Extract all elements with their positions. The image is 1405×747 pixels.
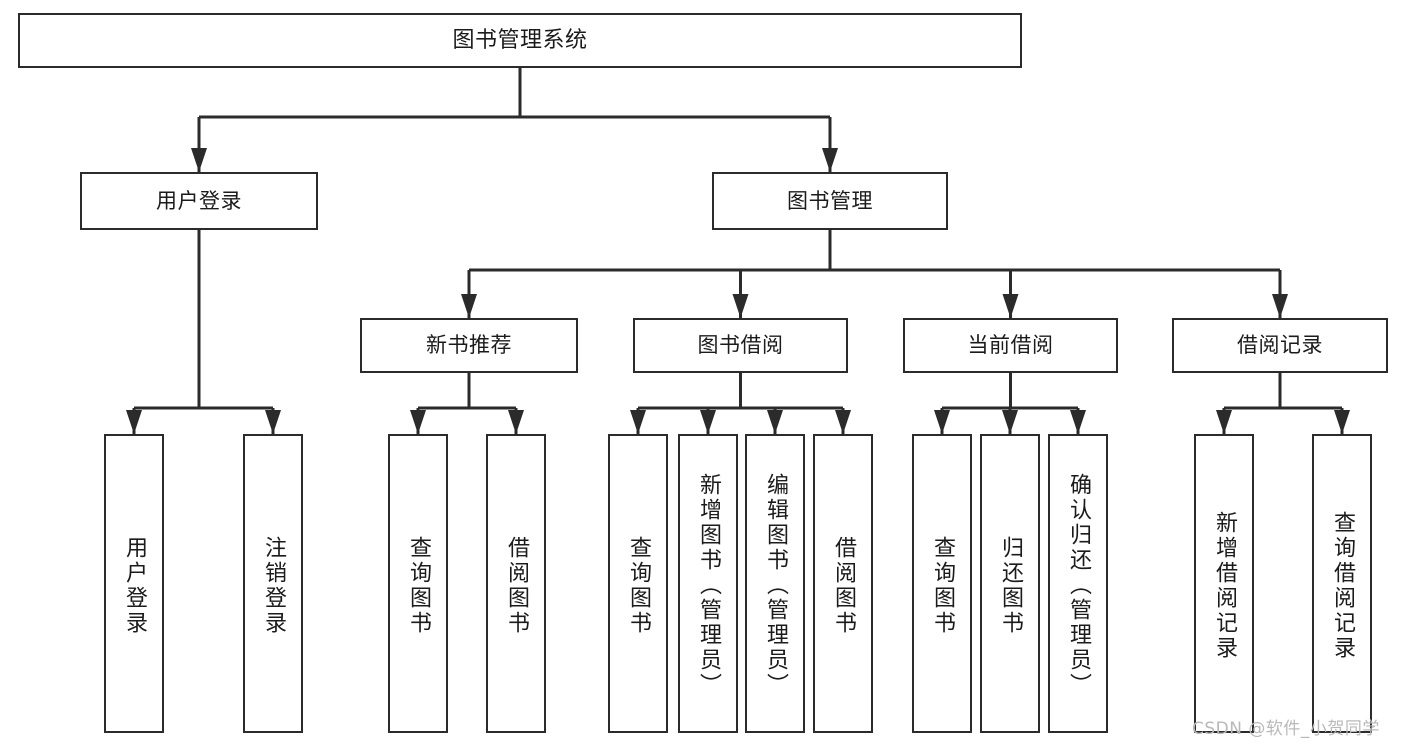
node-label: 编辑图书（管理员） bbox=[763, 473, 788, 698]
arrowhead bbox=[822, 148, 838, 172]
node-label: 查询借阅记录 bbox=[1330, 510, 1355, 661]
node-leaf-cur-2[interactable]: 归还图书 bbox=[980, 434, 1040, 733]
node-leaf-borrow-2[interactable]: 新增图书（管理员） bbox=[678, 434, 738, 733]
node-label: 新增借阅记录 bbox=[1212, 510, 1237, 661]
arrowhead bbox=[1272, 294, 1288, 318]
node-leaf-rec-1[interactable]: 新增借阅记录 bbox=[1194, 434, 1254, 733]
arrowhead bbox=[732, 294, 749, 318]
node-leaf-borrow-4[interactable]: 借阅图书 bbox=[813, 434, 873, 733]
arrowhead bbox=[767, 410, 783, 434]
arrowhead bbox=[410, 410, 426, 434]
arrowhead bbox=[461, 294, 477, 318]
node-root[interactable]: 图书管理系统 bbox=[18, 13, 1022, 68]
node-label: 归还图书 bbox=[998, 535, 1023, 636]
node-label: 借阅记录 bbox=[1237, 333, 1323, 358]
node-leaf-borrow-3[interactable]: 编辑图书（管理员） bbox=[745, 434, 805, 733]
arrowhead bbox=[1070, 410, 1086, 434]
node-current[interactable]: 当前借阅 bbox=[903, 318, 1118, 373]
node-label: 查询图书 bbox=[626, 535, 651, 636]
node-leaf-cur-3[interactable]: 确认归还（管理员） bbox=[1048, 434, 1108, 733]
node-label: 当前借阅 bbox=[967, 333, 1054, 358]
node-login[interactable]: 用户登录 bbox=[80, 172, 318, 230]
node-borrow[interactable]: 图书借阅 bbox=[633, 318, 848, 373]
arrowhead bbox=[1334, 410, 1350, 434]
node-bookmgmt[interactable]: 图书管理 bbox=[712, 172, 948, 230]
node-label: 确认归还（管理员） bbox=[1066, 473, 1091, 698]
node-newbook[interactable]: 新书推荐 bbox=[360, 318, 578, 373]
node-label: 借阅图书 bbox=[831, 535, 856, 636]
node-label: 借阅图书 bbox=[504, 535, 529, 636]
node-label: 图书管理系统 bbox=[452, 27, 588, 53]
node-leaf-borrow-1[interactable]: 查询图书 bbox=[608, 434, 668, 733]
node-label: 查询图书 bbox=[930, 535, 955, 636]
node-leaf-new-1[interactable]: 查询图书 bbox=[388, 434, 448, 733]
arrowhead bbox=[934, 410, 950, 434]
arrowhead bbox=[1002, 294, 1019, 318]
node-label: 用户登录 bbox=[122, 535, 147, 636]
arrowhead bbox=[630, 410, 646, 434]
node-label: 图书借阅 bbox=[697, 333, 784, 358]
arrowhead bbox=[191, 148, 207, 172]
node-label: 查询图书 bbox=[406, 535, 431, 636]
arrowhead bbox=[835, 410, 851, 434]
node-leaf-new-2[interactable]: 借阅图书 bbox=[486, 434, 546, 733]
node-label: 图书管理 bbox=[787, 188, 873, 213]
node-label: 新增图书（管理员） bbox=[696, 473, 721, 698]
watermark-label: CSDN @软件_小贺同学 bbox=[1192, 719, 1380, 739]
node-label: 用户登录 bbox=[156, 188, 242, 213]
node-records[interactable]: 借阅记录 bbox=[1172, 318, 1388, 373]
node-leaf-rec-2[interactable]: 查询借阅记录 bbox=[1312, 434, 1372, 733]
node-leaf-login-2[interactable]: 注销登录 bbox=[243, 434, 303, 733]
node-label: 注销登录 bbox=[261, 535, 286, 636]
arrowhead bbox=[265, 410, 281, 434]
arrowhead bbox=[1002, 410, 1018, 434]
node-label: 新书推荐 bbox=[426, 333, 512, 358]
arrowhead bbox=[126, 410, 142, 434]
arrowhead bbox=[700, 410, 716, 434]
node-leaf-login-1[interactable]: 用户登录 bbox=[104, 434, 164, 733]
node-leaf-cur-1[interactable]: 查询图书 bbox=[912, 434, 972, 733]
arrowhead bbox=[508, 410, 524, 434]
arrowhead bbox=[1216, 410, 1232, 434]
